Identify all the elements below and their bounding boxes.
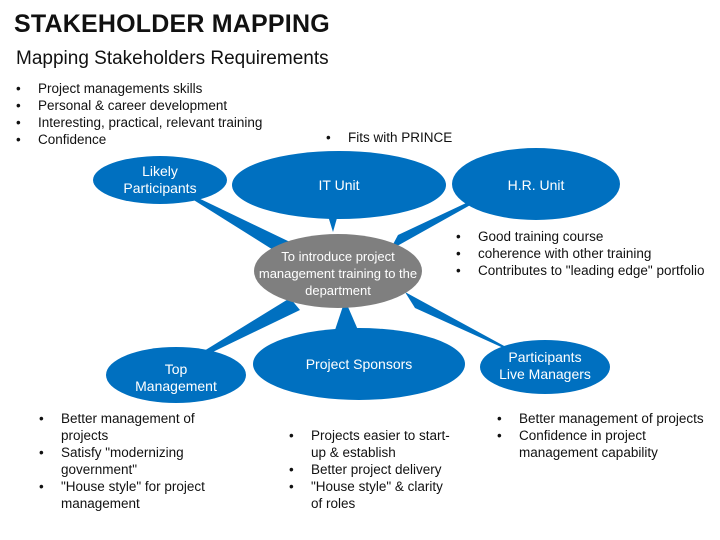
center-node	[254, 234, 422, 308]
label-participants-live-managers: Participants Live Managers	[499, 349, 591, 382]
list-item: Good training course	[454, 228, 714, 245]
list-item: Project managements skills	[14, 80, 294, 97]
list-item: "House style" & clarity of roles	[287, 478, 457, 512]
page-subtitle: Mapping Stakeholders Requirements	[16, 48, 329, 69]
node-hr-unit	[452, 148, 620, 220]
hr-unit-requirements: Good training course coherence with othe…	[454, 228, 714, 279]
node-top-management	[106, 347, 246, 403]
list-item: Fits with PRINCE	[324, 129, 474, 146]
connector-sponsors	[335, 300, 358, 330]
list-item: Better management of projects	[495, 410, 710, 427]
likely-participants-requirements: Project managements skills Personal & ca…	[14, 80, 294, 148]
top-management-requirements: Better management of projects Satisfy "m…	[37, 410, 227, 512]
list-item: Better project delivery	[287, 461, 457, 478]
list-item: Projects easier to start-up & establish	[287, 427, 457, 461]
label-top-management: Top Management	[135, 361, 217, 394]
label-hr-unit: H.R. Unit	[507, 176, 565, 193]
list-item: Contributes to "leading edge" portfolio	[454, 262, 714, 279]
center-label: To introduce project management training…	[258, 248, 418, 298]
project-sponsors-requirements: Projects easier to start-up & establish …	[287, 427, 457, 512]
connector-participants	[405, 292, 530, 360]
node-it-unit	[232, 151, 446, 219]
node-project-sponsors	[253, 328, 465, 400]
page-title: STAKEHOLDER MAPPING	[14, 10, 330, 38]
list-item: Personal & career development	[14, 97, 294, 114]
list-item: Satisfy "modernizing government"	[37, 444, 227, 478]
label-likely-participants: Likely Participants	[123, 163, 197, 196]
list-item: "House style" for project management	[37, 478, 227, 512]
list-item: Interesting, practical, relevant trainin…	[14, 114, 294, 131]
list-item: Confidence	[14, 131, 294, 148]
node-participants-live-managers	[480, 340, 610, 394]
label-project-sponsors: Project Sponsors	[305, 355, 413, 372]
list-item: Confidence in project management capabil…	[495, 427, 710, 461]
label-it-unit: IT Unit	[318, 176, 360, 193]
list-item: Better management of projects	[37, 410, 227, 444]
list-item: coherence with other training	[454, 245, 714, 262]
participants-live-managers-requirements: Better management of projects Confidence…	[495, 410, 710, 461]
it-unit-requirements: Fits with PRINCE	[324, 129, 474, 146]
node-likely-participants	[93, 156, 227, 204]
